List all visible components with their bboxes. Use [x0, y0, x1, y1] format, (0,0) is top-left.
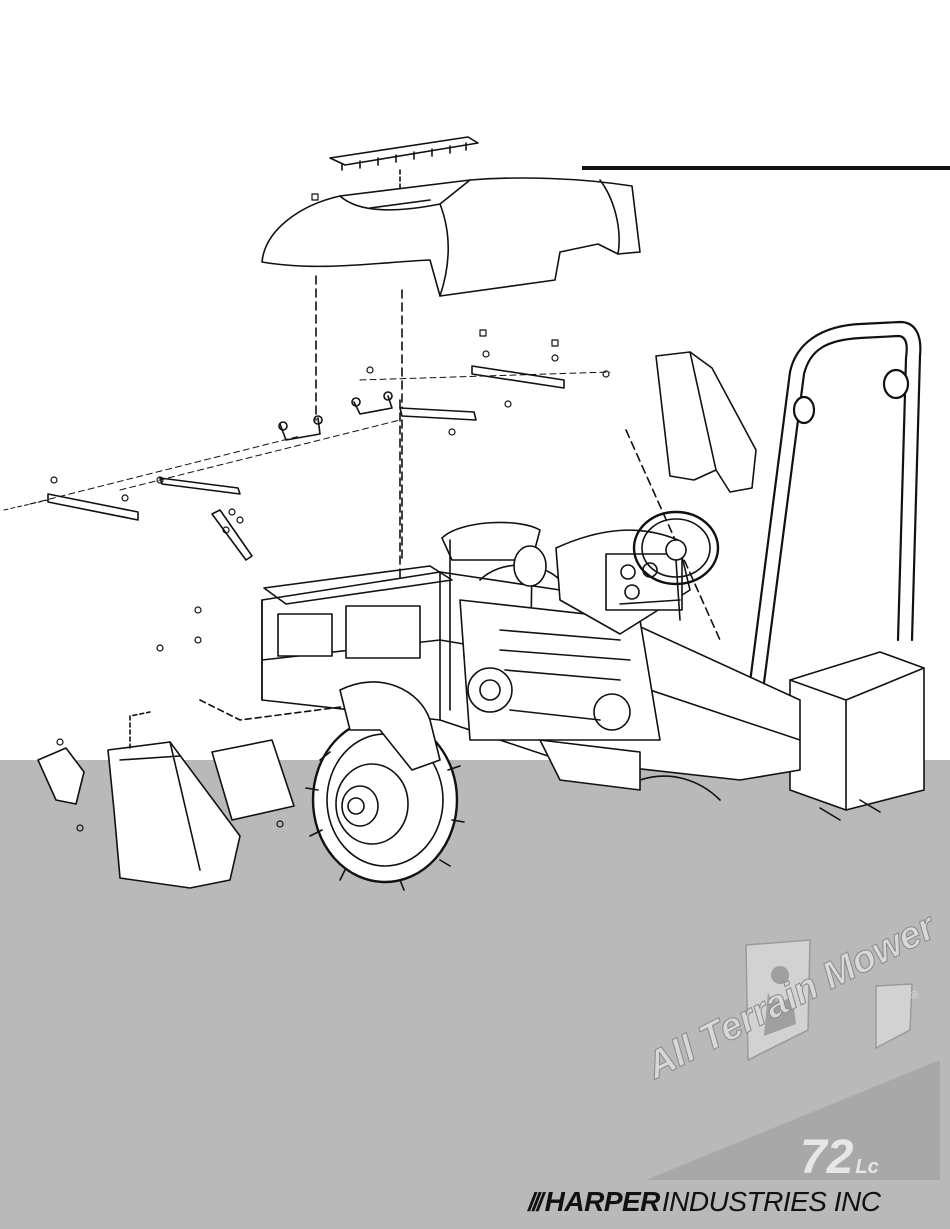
brand-slashes: ///: [528, 1187, 541, 1217]
brand-company-rest: INDUSTRIES INC: [662, 1186, 881, 1217]
brand-company-bold: HARPER: [545, 1186, 660, 1217]
model-suffix: Lc: [855, 1156, 878, 1178]
model-number: 72: [800, 1131, 853, 1184]
company-wordmark: /// HARPERINDUSTRIES INC: [528, 1186, 938, 1222]
